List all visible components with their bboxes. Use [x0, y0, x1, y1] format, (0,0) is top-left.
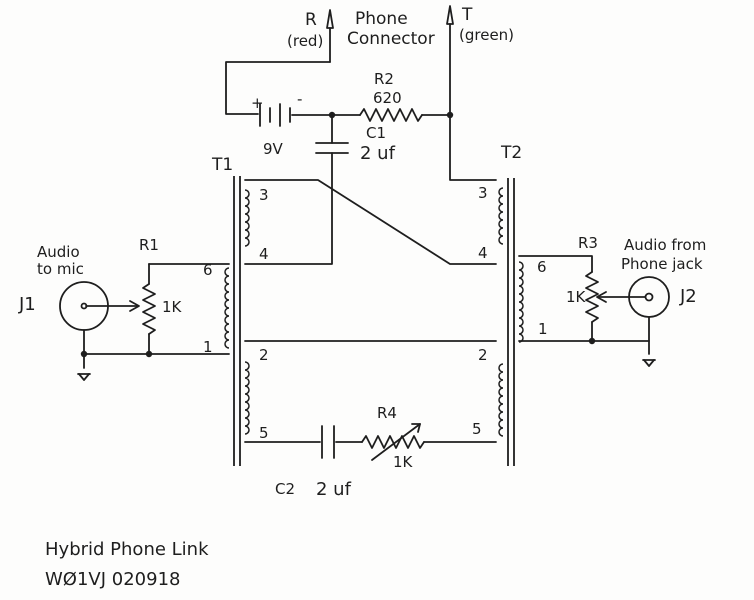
t2-coil-3-4 — [498, 187, 504, 245]
t2-pin-6: 6 — [537, 258, 547, 276]
wire-r3-to-t2-6 — [518, 255, 593, 273]
j1-name: J1 — [19, 294, 36, 315]
t1-pin-1: 1 — [203, 338, 213, 356]
junction-r3-bottom — [588, 337, 596, 345]
j1-label-1: Audio — [37, 243, 80, 261]
t2-pin-2: 2 — [478, 346, 488, 364]
resistor-r2 — [359, 108, 423, 122]
battery-9v — [259, 103, 291, 127]
r2-value: 620 — [373, 89, 402, 107]
r4-value: 1K — [393, 453, 413, 471]
ground-symbol-j2 — [642, 359, 656, 367]
j2-name: J2 — [680, 286, 697, 307]
j1-label-2: to mic — [37, 260, 84, 278]
diagram-title: Hybrid Phone Link — [45, 539, 209, 560]
t1-name: T1 — [212, 155, 234, 175]
capacitor-c1 — [244, 114, 349, 265]
c2-value: 2 uf — [316, 479, 351, 500]
phone-r-label: R — [305, 10, 317, 30]
wire-j2-ground — [591, 316, 650, 342]
t1-coil-6-1 — [224, 267, 230, 349]
t2-name: T2 — [501, 143, 523, 163]
j2-label-1: Audio from — [624, 236, 707, 254]
phone-t-label: T — [462, 5, 473, 25]
t2-coil-6-1 — [518, 261, 524, 343]
r3-wiper-arrow — [596, 291, 646, 303]
resistor-r3 — [585, 271, 599, 323]
wire-t-to-t2-pin3 — [449, 114, 497, 181]
t2-pin-4: 4 — [478, 244, 488, 262]
t1-pin-4: 4 — [259, 245, 269, 263]
resistor-r1 — [142, 283, 156, 335]
author-callsign-date: WØ1VJ 020918 — [45, 569, 181, 590]
phone-r-terminal — [326, 9, 334, 63]
battery-plus: + — [251, 94, 264, 112]
wire-t1-3-to-t2-4 — [244, 179, 497, 265]
t1-pin-2: 2 — [259, 346, 269, 364]
r4-variable-arrow — [371, 423, 421, 461]
j2-label-2: Phone jack — [621, 255, 703, 273]
ground-symbol-j1 — [77, 373, 91, 381]
phone-r-color: (red) — [287, 32, 324, 50]
phone-connector-label-1: Phone — [355, 9, 408, 29]
r3-name: R3 — [578, 234, 598, 252]
transformer-t1-core — [233, 176, 241, 466]
t2-pin-3: 3 — [478, 184, 488, 202]
transformer-t2-core — [507, 178, 515, 466]
phone-connector-label-2: Connector — [347, 29, 435, 49]
resistor-r4 — [361, 435, 425, 449]
c1-name: C1 — [366, 124, 387, 142]
capacitor-c2 — [321, 425, 335, 459]
r2-name: R2 — [374, 70, 394, 88]
r3-value: 1K — [566, 288, 586, 306]
wire-r3-to-t2-1 — [518, 321, 593, 342]
c1-value: 2 uf — [360, 143, 395, 164]
c2-name: C2 — [275, 480, 296, 498]
wire-r-to-battery — [225, 61, 331, 115]
t1-pin-6: 6 — [203, 261, 213, 279]
junction-j1-ground — [80, 350, 88, 358]
r1-wiper-arrow — [85, 300, 140, 312]
phone-t-color: (green) — [459, 26, 515, 44]
r4-name: R4 — [377, 404, 397, 422]
t2-coil-2-5 — [498, 363, 504, 437]
phone-t-terminal — [446, 5, 454, 116]
t1-coil-2-5 — [244, 361, 250, 435]
battery-minus: - — [297, 90, 303, 108]
t1-pin-5: 5 — [259, 424, 269, 442]
r1-name: R1 — [139, 236, 159, 254]
battery-voltage: 9V — [263, 140, 283, 158]
t2-pin-1: 1 — [538, 320, 548, 338]
t2-pin-5: 5 — [472, 420, 482, 438]
r1-value: 1K — [162, 298, 182, 316]
wire-j1-ground — [83, 329, 150, 355]
t1-coil-3-4 — [244, 189, 250, 247]
t1-pin-3: 3 — [259, 186, 269, 204]
